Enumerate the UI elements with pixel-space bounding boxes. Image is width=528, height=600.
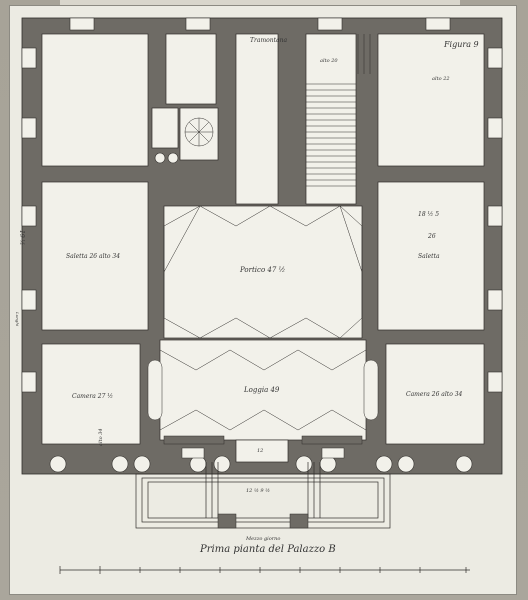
room-camera-right <box>385 343 485 445</box>
entrance-gap <box>235 439 289 463</box>
label-tramontana: Tramontana <box>250 37 287 44</box>
spiral-stair <box>184 117 214 147</box>
north-passage <box>235 33 279 205</box>
label-portico: Portico 47 ½ <box>239 266 286 274</box>
label-saletta-right: Saletta <box>418 253 440 260</box>
room-saletta-left <box>41 181 149 331</box>
closet-room <box>151 107 179 149</box>
room-small-top <box>165 33 217 105</box>
label-saletta-left: Saletta 26 alto 34 <box>66 253 120 260</box>
label-camera-right: Camera 26 alto 34 <box>406 391 463 398</box>
loggia-piers <box>163 435 363 459</box>
label-camera-left-height: alto 34 <box>98 428 104 446</box>
label-loggia: Loggia 49 <box>243 386 280 394</box>
label-saletta-right-dims: 18 ½ 5 <box>418 211 439 218</box>
plan-caption: Prima pianta del Palazzo B <box>199 544 336 555</box>
loggia-vaulting <box>147 349 379 431</box>
room-portico <box>163 205 363 339</box>
portico-vaulting <box>163 205 363 339</box>
room-top-right <box>377 33 485 167</box>
label-12: 12 <box>257 448 263 454</box>
room-saletta-right <box>377 181 485 331</box>
label-alto-22: alto 22 <box>432 76 450 82</box>
stair-treads <box>306 34 371 187</box>
label-26: 26 <box>427 233 436 240</box>
room-top-left <box>41 33 149 167</box>
label-side-small: Lunghi <box>15 311 20 327</box>
scale-bar <box>59 566 470 574</box>
label-figura: Figura 9 <box>443 40 479 49</box>
front-steps <box>135 462 391 529</box>
room-camera-left <box>41 343 141 445</box>
room-loggia <box>159 339 367 441</box>
label-steps-dims: 12 ½ 9 ½ <box>246 487 270 494</box>
rooms <box>41 33 485 463</box>
label-alto-20: alto 20 <box>320 58 338 64</box>
label-mezzo-giorno: Mezzo giorno <box>245 536 280 542</box>
entrance-piers <box>217 513 309 529</box>
wall-niches <box>21 17 503 393</box>
label-side-dimension: 19 ½ <box>18 230 25 246</box>
main-stair-room <box>305 33 357 205</box>
wells <box>154 152 179 164</box>
label-camera-left: Camera 27 ½ <box>72 393 113 400</box>
